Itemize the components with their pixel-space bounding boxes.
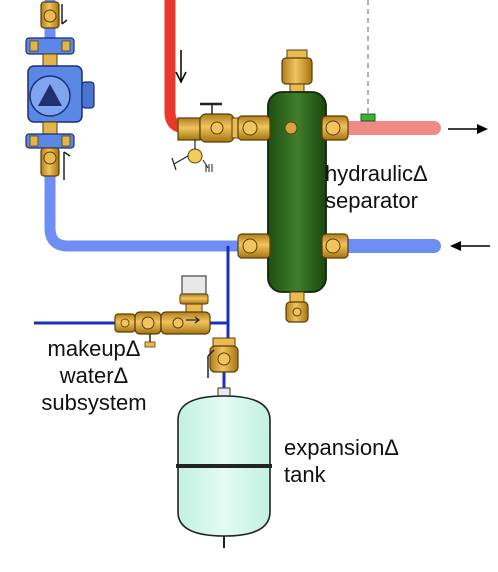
label-expansion-tank: expansionΔ tank [284, 434, 399, 488]
pump-flange-top [25, 37, 75, 67]
lower-isolation-valve [40, 147, 71, 180]
makeup-water-line [34, 246, 230, 388]
supply-pipe-red [164, 0, 205, 134]
label-hydraulic-separator-line1: hydraulicΔ [325, 161, 428, 186]
return-pipe-left [44, 0, 246, 252]
arrow-right-icon [448, 124, 488, 134]
tank-isolation-valve [207, 337, 239, 378]
separator-fitting-return-in [321, 233, 349, 259]
air-vent-icon [281, 49, 313, 93]
label-makeup-line3: subsystem [41, 390, 147, 415]
upper-isolation-valve [40, 1, 68, 29]
arrow-left-icon [450, 241, 490, 251]
pressure-reducing-valve-icon [160, 275, 211, 335]
pressure-gauge-icon [171, 140, 213, 172]
label-expansion-line1: expansionΔ [284, 435, 399, 460]
drain-valve-icon [285, 291, 309, 323]
arrow-down-icon [175, 50, 187, 84]
pump-flange-bottom [25, 121, 75, 149]
label-makeup-line2: waterΔ [59, 363, 129, 388]
expansion-tank-icon [176, 387, 272, 548]
label-hydraulic-separator: hydraulicΔ separator [325, 160, 428, 214]
label-hydraulic-separator-line2: separator [325, 188, 418, 213]
separator-fitting-supply-in [237, 115, 271, 141]
separator-fitting-return-out [237, 233, 271, 259]
ball-valve-icon [177, 102, 247, 143]
sensor-icon [360, 113, 376, 122]
makeup-isolation-valve [114, 313, 136, 333]
pump-icon [27, 65, 95, 123]
label-makeup-water-subsystem: makeupΔ waterΔ subsystem [14, 335, 174, 416]
hydraulic-separator-body [267, 91, 327, 293]
separator-fitting-supply-out [321, 115, 349, 141]
label-makeup-line1: makeupΔ [47, 336, 141, 361]
label-expansion-line2: tank [284, 462, 326, 487]
